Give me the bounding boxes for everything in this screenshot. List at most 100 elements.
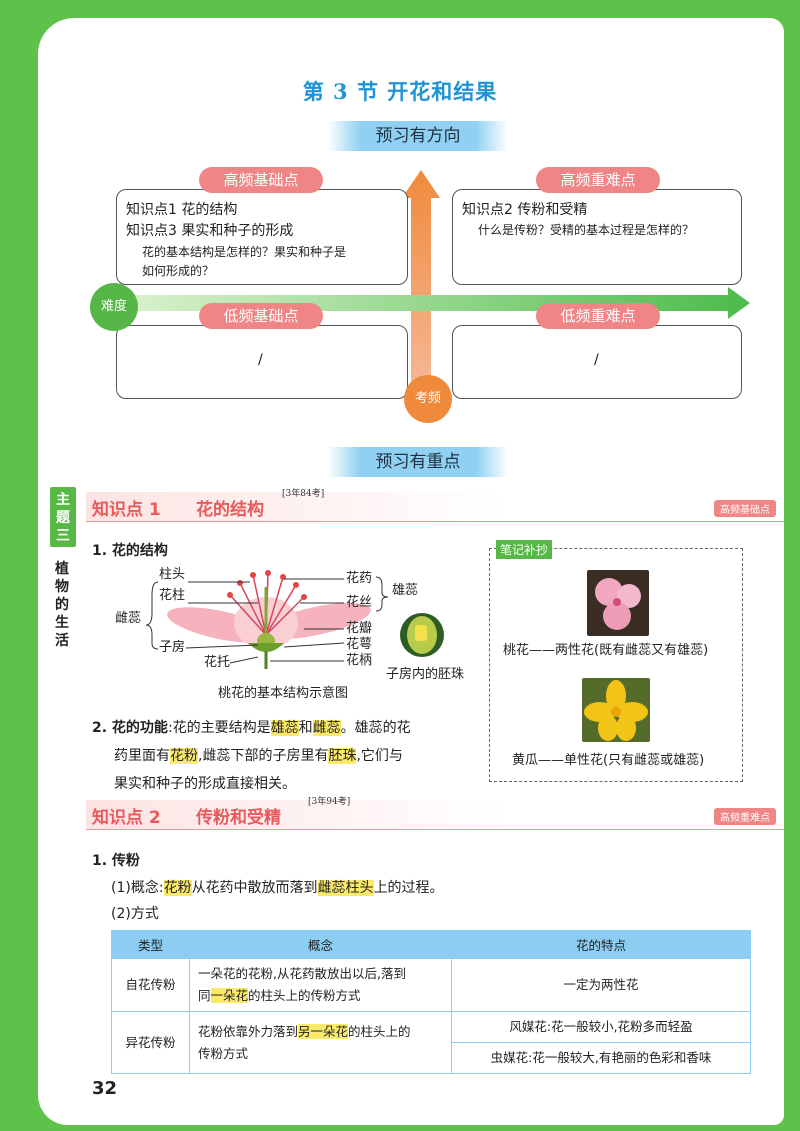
row-type: 自花传粉: [111, 958, 190, 1012]
label-pedicel: 花柄: [346, 653, 373, 668]
frequency-axis-arrow: [402, 170, 440, 390]
peach-flower-diagram: [145, 570, 444, 669]
bottom-right-content: /: [594, 352, 599, 368]
diagram-caption: 桃花的基本结构示意图: [218, 686, 349, 701]
tag-low-freq-basic: 低频基础点: [199, 303, 323, 329]
kp1-item2-line2: 药里面有花粉,雌蕊下部的子房里有胚珠,它们与: [114, 741, 403, 771]
question-tr-1: 什么是传粉？受精的基本过程是怎样的？: [478, 223, 695, 237]
row1-concept1a: 花粉依靠外力落到: [198, 1023, 299, 1039]
label-ovule: 子房内的胚珠: [386, 667, 465, 682]
kp1-label: 知识点 1: [92, 495, 161, 520]
side-tab-label: 主题三: [56, 492, 70, 544]
quadrant-top-left: [116, 189, 408, 285]
kp2-title: 传粉和受精: [196, 803, 281, 828]
highlight-stamen: 雄蕊: [270, 720, 299, 736]
row0-concept2b: 的柱头上的传粉方式: [248, 988, 361, 1003]
label-stigma: 柱头: [159, 567, 186, 582]
label-sepal: 花萼: [346, 637, 373, 652]
kp3-link: 知识点3 果实和种子的形成: [126, 223, 294, 239]
frequency-axis-label: 考频: [404, 375, 452, 423]
kp2-item1-title: 1. 传粉: [92, 853, 140, 869]
row0-concept1: 一朵花的花粉,从花药散放出以后,落到: [198, 966, 406, 981]
row-feature-wind: 风媒花:花一般较小,花粉多而轻盈: [451, 1011, 751, 1043]
page-number: 32: [92, 1078, 118, 1099]
kp1-item2-b: 和: [298, 720, 313, 736]
label-petal: 花瓣: [346, 621, 373, 636]
kp1-item2-c: 。雄蕊的花: [340, 720, 411, 736]
ribbon-preview-focus: 预习有重点: [328, 447, 508, 477]
question-tl-1: 花的基本结构是怎样的？果实和种子是: [142, 245, 347, 259]
highlight-ovule: 胚珠: [328, 748, 357, 764]
row-feature: 一定为两性花: [451, 958, 751, 1012]
difficulty-axis-label: 难度: [90, 283, 138, 331]
row1-concept2: 传粉方式: [198, 1045, 249, 1061]
kp1-item2-line2c: ,它们与: [356, 748, 403, 764]
peach-flower-photo: [587, 570, 649, 636]
table-row: 自花传粉 一朵花的花粉,从花药散放出以后,落到 同一朵花的柱头上的传粉方式 一定…: [111, 958, 751, 1012]
notes-tag: 笔记补抄: [496, 540, 553, 559]
tag-high-freq-difficult: 高频重难点: [536, 167, 660, 193]
kp2-label: 知识点 2: [92, 803, 161, 828]
highlight-pollen-2: 花粉: [163, 880, 192, 896]
row-concept: 一朵花的花粉,从花药散放出以后,落到 同一朵花的柱头上的传粉方式: [189, 958, 452, 1012]
kp2-heading: 知识点 2 传粉和受精 [3年94考] 高频重难点: [86, 797, 784, 830]
table-header-row: 类型 概念 花的特点: [111, 930, 751, 959]
kp1-item2-line2b: ,雌蕊下部的子房里有: [198, 748, 329, 764]
highlight-another-flower: 另一朵花: [298, 1023, 349, 1039]
side-tab-theme: 主题三: [50, 487, 76, 547]
highlight-pollen: 花粉: [170, 748, 198, 764]
ribbon-preview-direction: 预习有方向: [328, 121, 508, 151]
kp1-title: 花的结构: [196, 495, 264, 520]
row0-concept2a: 同: [198, 988, 211, 1003]
kp1-title-text: 花的结构: [196, 500, 264, 520]
table-header: 花的特点: [451, 930, 751, 959]
kp2-badge: 高频重难点: [714, 808, 776, 825]
label-pistil: 雌蕊: [115, 611, 142, 626]
kp1-number: 1: [148, 500, 161, 520]
table-header: 概念: [189, 930, 452, 959]
cucumber-flower-photo: [582, 678, 650, 742]
kp1-link: 知识点1 花的结构: [126, 202, 238, 218]
cucumber-caption: 黄瓜——单性花(只有雌蕊或雄蕊): [512, 753, 705, 768]
kp1-item2-line3: 果实和种子的形成直接相关。: [114, 776, 296, 792]
side-tab-subtitle: 植物的生活: [55, 561, 69, 649]
table-header: 类型: [111, 930, 190, 959]
highlight-same-flower: 一朵花: [210, 988, 249, 1003]
pollination-table: 类型 概念 花的特点 自花传粉 一朵花的花粉,从花药散放出以后,落到 同一朵花的…: [111, 930, 751, 1074]
kp2-label-text: 知识点: [92, 808, 143, 828]
row-type: 异花传粉: [111, 1011, 190, 1074]
row-concept: 花粉依靠外力落到另一朵花的柱头上的 传粉方式: [189, 1011, 452, 1074]
label-stamen: 雄蕊: [392, 583, 419, 598]
kp2-concept-prefix: (1)概念:: [111, 880, 164, 896]
label-receptacle: 花托: [204, 655, 231, 670]
label-anther: 花药: [346, 571, 373, 586]
highlight-stigma: 雌蕊柱头: [317, 880, 374, 896]
label-style: 花柱: [159, 588, 186, 603]
table-row: 异花传粉 花粉依靠外力落到另一朵花的柱头上的 传粉方式 风媒花:花一般较小,花粉…: [111, 1011, 751, 1074]
kp1-item2-line2a: 药里面有: [114, 748, 170, 764]
highlight-pistil: 雌蕊: [312, 720, 341, 736]
peach-caption: 桃花——两性花(既有雌蕊又有雄蕊): [503, 643, 709, 658]
row-feature-insect: 虫媒花:花一般较大,有艳丽的色彩和香味: [451, 1042, 751, 1074]
kp1-item2-a: :花的主要结构是: [167, 720, 271, 736]
kp1-heading: 知识点 1 花的结构 [3年84考] 高频基础点: [86, 489, 784, 522]
kp2-concept-mid: 从花药中散放而落到: [191, 880, 318, 896]
kp1-label-text: 知识点: [92, 500, 143, 520]
kp1-exam-count: [3年84考]: [282, 489, 325, 499]
kp1-item2-prefix: 2. 花的功能: [92, 720, 168, 736]
kp2-number: 2: [148, 808, 161, 828]
kp1-badge: 高频基础点: [714, 500, 776, 517]
question-tl-2: 如何形成的？: [142, 264, 215, 278]
label-filament: 花丝: [346, 595, 373, 610]
row1-concept1b: 的柱头上的: [348, 1023, 411, 1039]
tag-low-freq-difficult: 低频重难点: [536, 303, 660, 329]
notes-box: [489, 548, 743, 782]
tag-high-freq-basic: 高频基础点: [199, 167, 323, 193]
kp2-title-text: 传粉和受精: [196, 808, 281, 828]
bottom-left-content: /: [258, 352, 263, 368]
label-ovary: 子房: [159, 640, 186, 655]
quadrant-bottom-right: [452, 325, 742, 399]
kp2-concept: (1)概念:花粉从花药中散放而落到雌蕊柱头上的过程。: [111, 873, 444, 903]
kp2-exam-count: [3年94考]: [308, 797, 351, 807]
kp1-item1-title: 1. 花的结构: [92, 543, 168, 559]
